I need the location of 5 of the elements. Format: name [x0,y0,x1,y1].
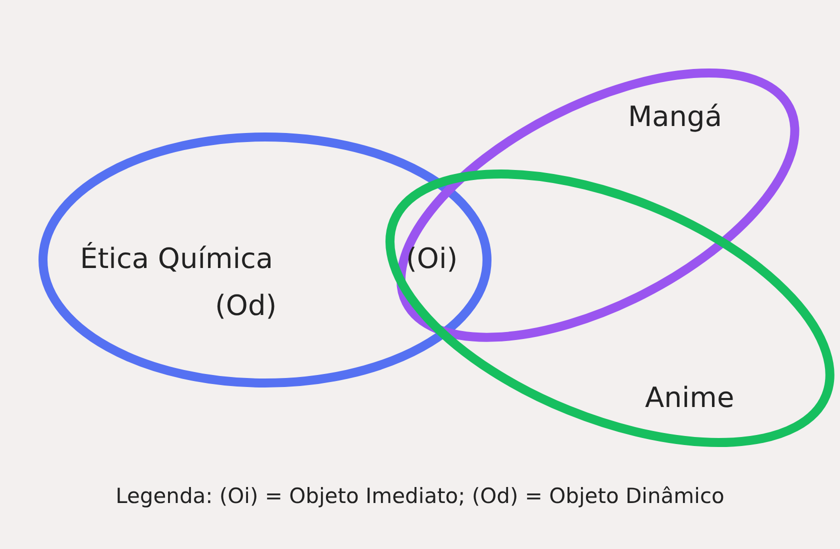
legend-text: Legenda: (Oi) = Objeto Imediato; (Od) = Objeto Dinâmico [116,484,724,508]
intersection-label: (Oi) [406,245,458,273]
set-label: Mangá [628,102,722,131]
set-label: (Od) [215,292,277,320]
set-label: Anime [644,384,734,412]
